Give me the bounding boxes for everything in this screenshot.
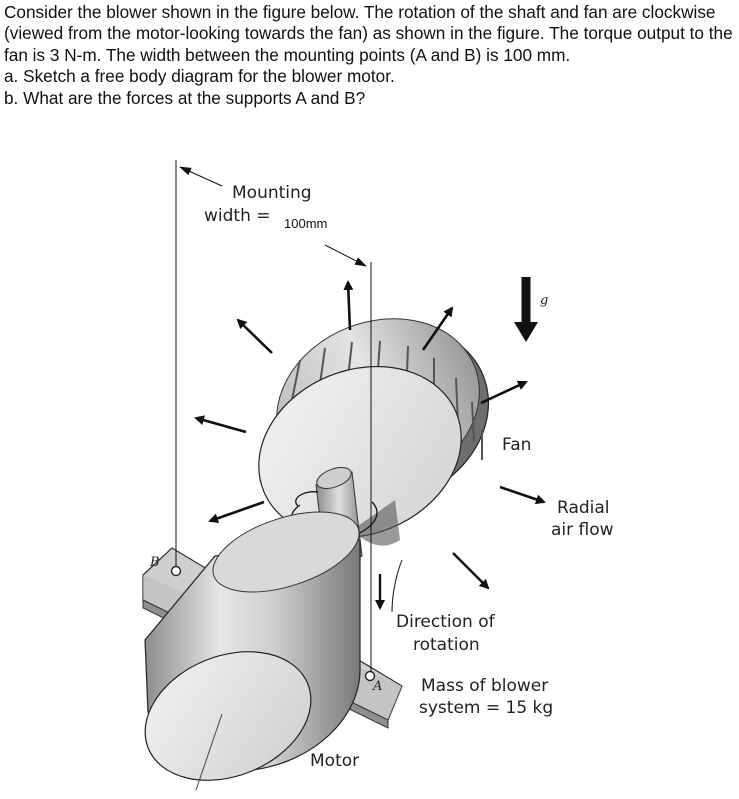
support-b-label: B (149, 555, 160, 570)
rotation-label-2: rotation (413, 635, 480, 655)
support-a-label: A (372, 679, 382, 694)
motor (144, 511, 361, 791)
radial-label-1: Radial (557, 498, 610, 518)
mounting-label: Mounting (232, 183, 312, 203)
gravity-arrow (514, 277, 538, 342)
motor-label: Motor (310, 751, 359, 771)
problem-text: Consider the blower shown in the figure … (4, 2, 733, 65)
fan (258, 318, 490, 546)
gravity-label: g (540, 293, 548, 308)
mounting-width-dimension (175, 160, 372, 672)
radial-label-2: air flow (551, 520, 614, 540)
support-a-hole (364, 670, 376, 682)
rotation-label-1: Direction of (396, 612, 496, 632)
support-b-hole (170, 565, 182, 577)
mass-label-2: system = 15 kg (419, 698, 553, 718)
width-label: width = (204, 206, 271, 226)
rotation-leader-line (391, 559, 403, 613)
radial-airflow-arrows (194, 280, 546, 590)
mass-label-1: Mass of blower (421, 676, 548, 696)
part-a-text: a. Sketch a free body diagram for the bl… (4, 66, 395, 87)
fan-label: Fan (502, 435, 531, 455)
width-value: 100mm (284, 216, 327, 231)
part-b-text: b. What are the forces at the supports A… (4, 87, 366, 108)
problem-statement: Consider the blower shown in the figure … (4, 2, 737, 109)
